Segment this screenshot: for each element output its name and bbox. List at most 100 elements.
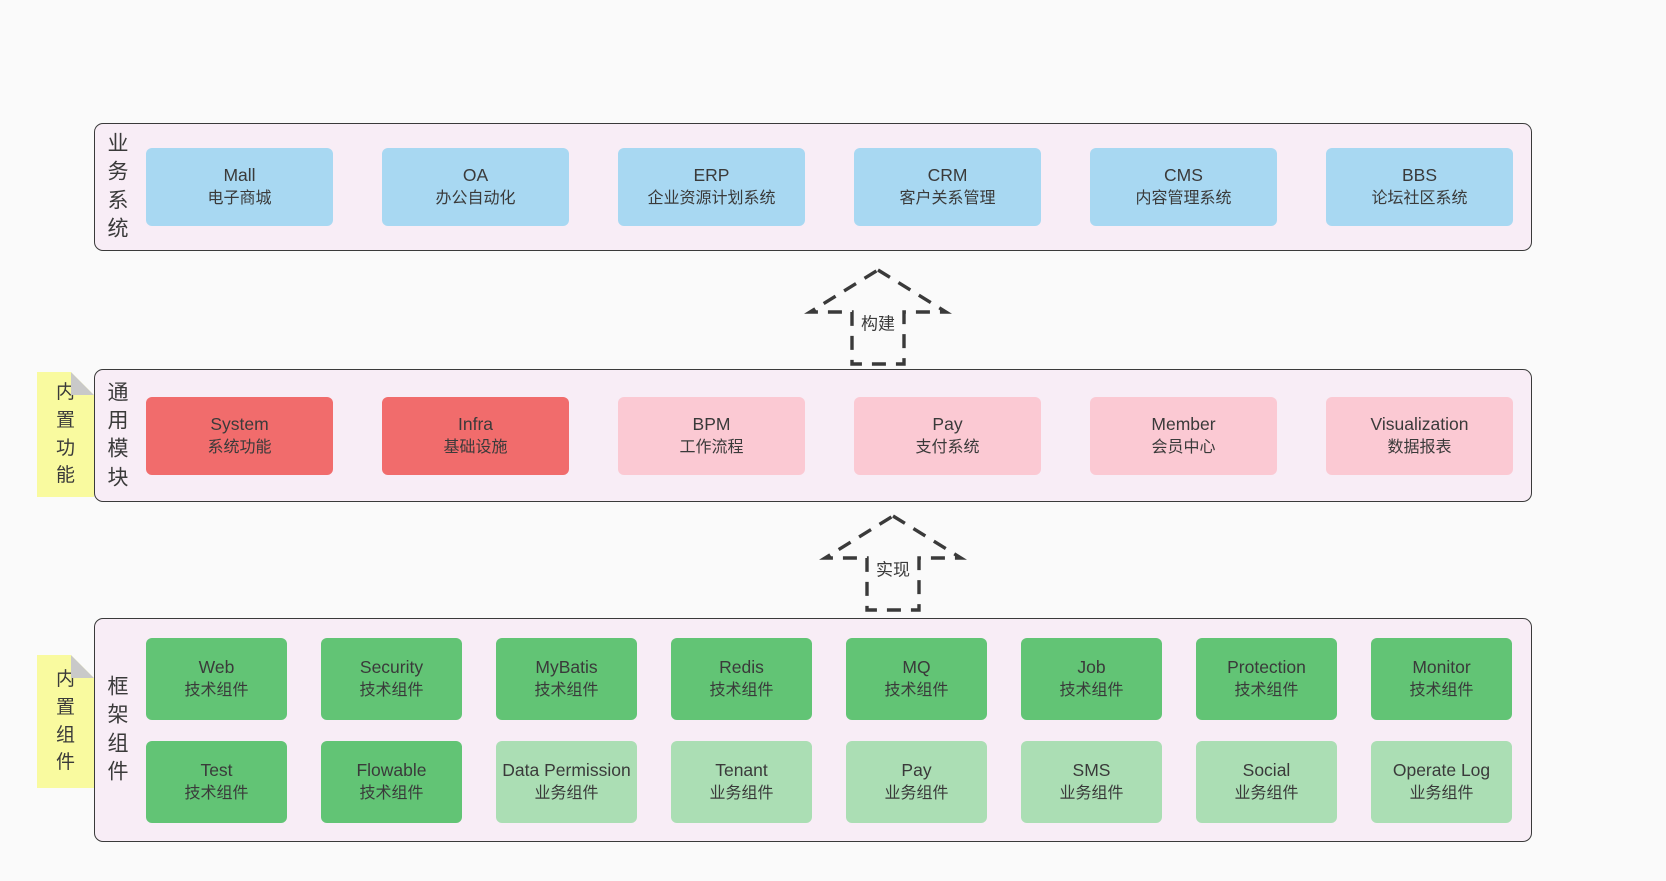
layer-business-systems: 业务系统 Mall 电子商城 OA 办公自动化 ERP 企业资源计划系统 CRM… <box>94 123 1532 251</box>
box-data-permission: Data Permission 业务组件 <box>496 741 637 823</box>
box-title: Pay <box>901 760 932 781</box>
box-subtitle: 业务组件 <box>1409 785 1474 803</box>
box-subtitle: 业务组件 <box>1059 785 1124 803</box>
box-title: Data Permission <box>502 760 631 781</box>
box-subtitle: 业务组件 <box>884 785 949 803</box>
box-subtitle: 数据报表 <box>1387 438 1452 456</box>
box-infra: Infra 基础设施 <box>382 396 569 475</box>
arrow-label: 实现 <box>873 555 913 581</box>
box-title: OA <box>462 165 489 186</box>
box-monitor: Monitor 技术组件 <box>1371 638 1512 720</box>
box-subtitle: 技术组件 <box>884 682 949 700</box>
box-tenant: Tenant 业务组件 <box>671 741 812 823</box>
box-title: MyBatis <box>535 657 598 678</box>
box-subtitle: 电子商城 <box>207 190 272 208</box>
box-title: BBS <box>1401 165 1438 186</box>
layer-label: 业务系统 <box>107 132 129 241</box>
box-subtitle: 技术组件 <box>359 682 424 700</box>
box-subtitle: 技术组件 <box>1234 682 1299 700</box>
layer-label: 框架组件 <box>107 675 129 784</box>
box-bpm: BPM 工作流程 <box>618 396 805 475</box>
box-title: Test <box>200 760 233 781</box>
sticky-note-builtin-features: 内置功能 <box>37 372 94 497</box>
arrow-implement: 实现 <box>808 510 978 614</box>
arrow-build: 构建 <box>793 264 963 368</box>
box-subtitle: 业务组件 <box>1234 785 1299 803</box>
box-title: Redis <box>719 657 764 678</box>
box-title: Flowable <box>356 760 427 781</box>
common-modules-row: System 系统功能 Infra 基础设施 BPM 工作流程 Pay 支付系统… <box>146 396 1513 475</box>
folded-corner <box>71 372 94 395</box>
box-system: System 系统功能 <box>146 396 333 475</box>
box-title: MQ <box>902 657 931 678</box>
box-subtitle: 技术组件 <box>1059 682 1124 700</box>
box-redis: Redis 技术组件 <box>671 638 812 720</box>
box-subtitle: 工作流程 <box>679 438 744 456</box>
box-mq: MQ 技术组件 <box>846 638 987 720</box>
box-crm: CRM 客户关系管理 <box>854 148 1041 226</box>
box-sms: SMS 业务组件 <box>1021 741 1162 823</box>
box-subtitle: 技术组件 <box>709 682 774 700</box>
box-pay-system: Pay 支付系统 <box>854 396 1041 475</box>
box-bbs: BBS 论坛社区系统 <box>1326 148 1513 226</box>
box-subtitle: 支付系统 <box>915 438 980 456</box>
box-title: Mall <box>223 165 256 186</box>
box-subtitle: 技术组件 <box>184 785 249 803</box>
box-test: Test 技术组件 <box>146 741 287 823</box>
sticky-note-text: 内置功能 <box>55 382 75 487</box>
box-operate-log: Operate Log 业务组件 <box>1371 741 1512 823</box>
box-title: Protection <box>1227 657 1306 678</box>
folded-corner <box>71 655 94 678</box>
components-row-2: Test 技术组件 Flowable 技术组件 Data Permission … <box>146 741 1512 823</box>
layer-framework-components: 框架组件 Web 技术组件 Security 技术组件 MyBatis 技术组件… <box>94 618 1532 842</box>
box-title: Infra <box>457 413 494 434</box>
box-visualization: Visualization 数据报表 <box>1326 396 1513 475</box>
box-title: Monitor <box>1412 657 1471 678</box>
sticky-note-builtin-components: 内置组件 <box>37 655 94 788</box>
box-flowable: Flowable 技术组件 <box>321 741 462 823</box>
box-title: Job <box>1077 657 1106 678</box>
box-title: Web <box>198 657 235 678</box>
layer-common-modules: 通用模块 System 系统功能 Infra 基础设施 BPM 工作流程 Pay… <box>94 369 1532 502</box>
dashed-up-arrow-icon <box>819 514 967 612</box>
box-mall: Mall 电子商城 <box>146 148 333 226</box>
box-cms: CMS 内容管理系统 <box>1090 148 1277 226</box>
box-subtitle: 论坛社区系统 <box>1371 190 1468 208</box>
business-systems-row: Mall 电子商城 OA 办公自动化 ERP 企业资源计划系统 CRM 客户关系… <box>146 148 1513 226</box>
box-mybatis: MyBatis 技术组件 <box>496 638 637 720</box>
box-pay-component: Pay 业务组件 <box>846 741 987 823</box>
framework-components-grid: Web 技术组件 Security 技术组件 MyBatis 技术组件 Redi… <box>146 638 1512 823</box>
arrow-label: 构建 <box>858 309 898 335</box>
box-subtitle: 业务组件 <box>709 785 774 803</box>
box-title: CRM <box>927 165 968 186</box>
box-subtitle: 企业资源计划系统 <box>647 190 776 208</box>
box-protection: Protection 技术组件 <box>1196 638 1337 720</box>
box-social: Social 业务组件 <box>1196 741 1337 823</box>
box-erp: ERP 企业资源计划系统 <box>618 148 805 226</box>
box-subtitle: 技术组件 <box>1409 682 1474 700</box>
box-subtitle: 会员中心 <box>1151 438 1216 456</box>
box-subtitle: 业务组件 <box>534 785 599 803</box>
components-row-1: Web 技术组件 Security 技术组件 MyBatis 技术组件 Redi… <box>146 638 1512 720</box>
box-subtitle: 技术组件 <box>534 682 599 700</box>
box-title: Member <box>1151 413 1216 434</box>
layer-label: 通用模块 <box>107 380 129 489</box>
dashed-up-arrow-icon <box>804 268 952 366</box>
box-title: CMS <box>1164 165 1203 186</box>
box-member: Member 会员中心 <box>1090 396 1277 475</box>
box-oa: OA 办公自动化 <box>382 148 569 226</box>
box-title: BPM <box>692 413 731 434</box>
box-title: Security <box>359 657 424 678</box>
box-subtitle: 技术组件 <box>359 785 424 803</box>
box-title: Operate Log <box>1392 760 1491 781</box>
box-web: Web 技术组件 <box>146 638 287 720</box>
box-subtitle: 客户关系管理 <box>899 190 996 208</box>
sticky-note-text: 内置组件 <box>55 669 75 774</box>
box-title: SMS <box>1072 760 1111 781</box>
box-title: Social <box>1242 760 1291 781</box>
box-subtitle: 办公自动化 <box>435 190 516 208</box>
box-subtitle: 内容管理系统 <box>1135 190 1232 208</box>
box-title: System <box>210 413 269 434</box>
box-subtitle: 系统功能 <box>207 438 272 456</box>
